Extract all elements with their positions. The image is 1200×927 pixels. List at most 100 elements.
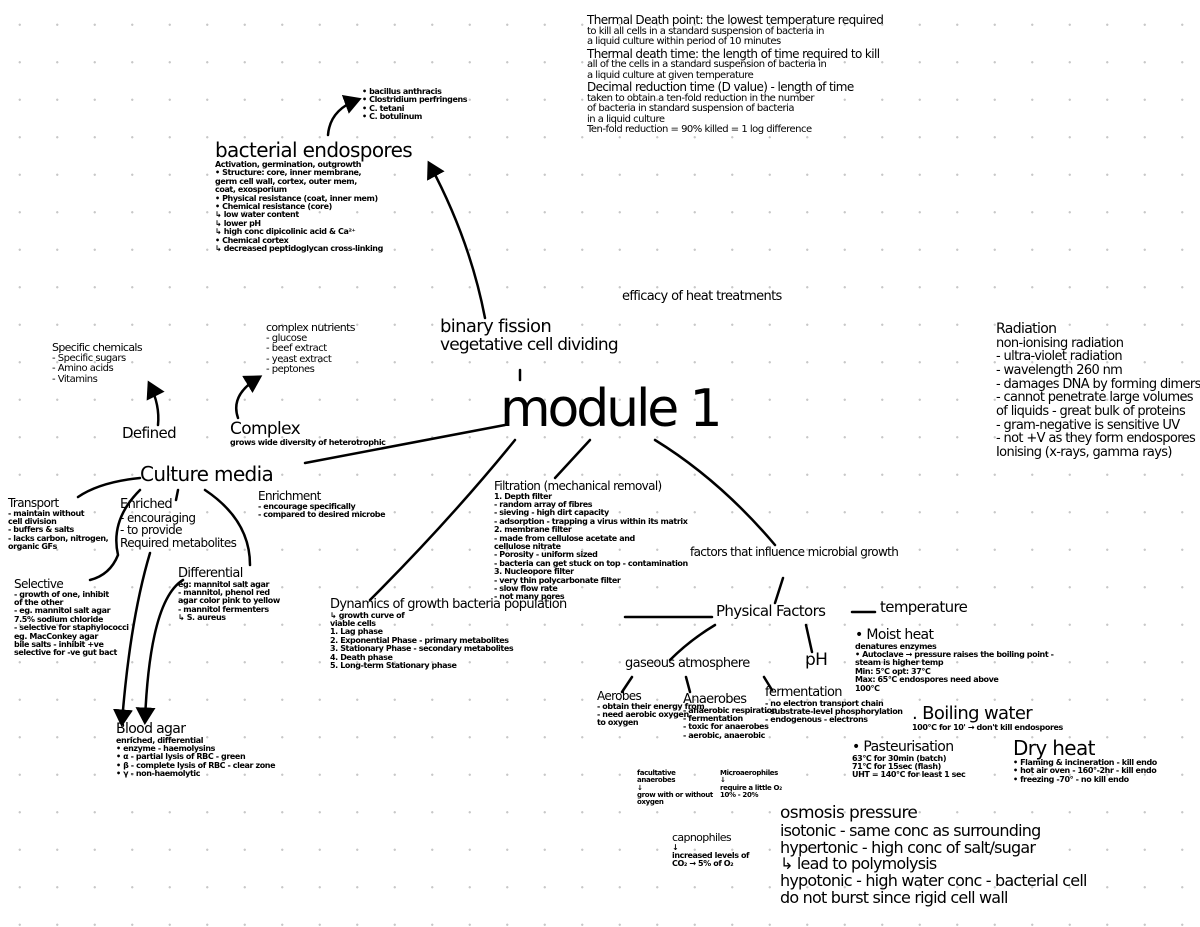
node-line: eg: mannitol salt agar bbox=[178, 579, 270, 589]
central-topic: module 1 bbox=[500, 382, 723, 437]
node-line: - very thin polycarbonate filter bbox=[494, 575, 621, 585]
node-line: facultative bbox=[637, 769, 676, 777]
node-line: all of the cells in a standard suspensio… bbox=[587, 59, 827, 71]
node-line: Activation, germination, outgrowth bbox=[215, 160, 362, 169]
node-line: ↳ lower pH bbox=[215, 218, 261, 228]
node-line: of liquids - great bulk of proteins bbox=[996, 403, 1186, 419]
node-line: • freezing -70° - no kill endo bbox=[1013, 774, 1129, 784]
node-line: - mannitol, phenol red bbox=[178, 588, 270, 598]
node-defined: Defined bbox=[122, 424, 177, 442]
node-line: 3. Stationary Phase - secondary metaboli… bbox=[330, 644, 514, 654]
node-line: • Clostridium perfringens bbox=[362, 95, 468, 105]
node-dynamics: Dynamics of growth bacteria population↳ … bbox=[330, 598, 567, 670]
node-line: - compared to desired microbe bbox=[258, 509, 386, 519]
node-line: - sieving - high dirt capacity bbox=[494, 508, 609, 518]
node-title: bacterial endospores bbox=[215, 138, 413, 162]
node-line: 1. Lag phase bbox=[330, 627, 383, 637]
node-line: • hot air oven - 160°-2hr - kill endo bbox=[1013, 766, 1157, 776]
link-endospores-examples bbox=[326, 94, 362, 137]
node-line: viable cells bbox=[330, 619, 376, 629]
node-line: bile salts - inhibit +ve bbox=[14, 639, 104, 649]
node-line: 3. Nucleopore filter bbox=[494, 567, 574, 577]
node-line: vegetative cell dividing bbox=[440, 334, 619, 355]
node-line: ↓ bbox=[672, 842, 679, 852]
node-line: - made from cellulose acetate and bbox=[494, 533, 635, 543]
node-line: grows wide diversity of heterotrophic bbox=[230, 437, 386, 447]
node-line: 100°C bbox=[855, 683, 880, 693]
node-line: 1. Depth filter bbox=[494, 491, 552, 501]
node-line: • β - complete lysis of RBC - clear zone bbox=[116, 760, 276, 770]
node-line: - Specific sugars bbox=[52, 352, 126, 364]
node-line: organic GFs bbox=[8, 542, 57, 552]
node-line: taken to obtain a ten-fold reduction in … bbox=[587, 92, 814, 104]
node-line: - aerobic, anaerobic bbox=[683, 730, 765, 740]
node-line: - cannot penetrate large volumes bbox=[996, 390, 1194, 406]
node-line: - ultra-violet radiation bbox=[996, 349, 1123, 365]
node-title: gaseous atmosphere bbox=[625, 656, 750, 671]
node-line: Required metabolites bbox=[120, 535, 237, 550]
node-title: Differential bbox=[178, 566, 243, 581]
node-specific-chemicals: Specific chemicals- Specific sugars- Ami… bbox=[52, 342, 143, 385]
node-line: Ten-fold reduction = 90% killed = 1 log … bbox=[587, 124, 812, 136]
node-line: - yeast extract bbox=[266, 353, 332, 365]
node-title: Enrichment bbox=[258, 489, 321, 503]
link-defined-specific bbox=[146, 380, 165, 427]
node-line: do not burst since rigid cell wall bbox=[780, 888, 1008, 908]
node-line: - encourage specifically bbox=[258, 501, 356, 511]
node-endospore-examples: • bacillus anthracis• Clostridium perfri… bbox=[362, 87, 468, 122]
node-line: - no electron transport chain bbox=[765, 698, 884, 708]
node-line: - need aerobic oxygen bbox=[597, 709, 689, 719]
link-complex-nutrients bbox=[235, 375, 263, 420]
node-line: Thermal Death point: the lowest temperat… bbox=[587, 13, 884, 27]
link-culture-differential bbox=[203, 488, 252, 567]
node-line: CO₂ → 5% of O₂ bbox=[672, 859, 734, 869]
node-line: - beef extract bbox=[266, 343, 327, 355]
node-title: factors that influence microbial growth bbox=[690, 545, 899, 559]
node-title: Defined bbox=[122, 424, 177, 442]
node-title: temperature bbox=[880, 598, 968, 616]
node-line: of bacteria in standard suspension of ba… bbox=[587, 103, 795, 115]
node-line: - to provide bbox=[120, 523, 182, 538]
node-line: • Structure: core, inner membrane, bbox=[215, 168, 362, 178]
node-line: - fermentation bbox=[683, 714, 743, 724]
node-line: Decimal reduction time (D value) - lengt… bbox=[587, 80, 854, 95]
node-line: isotonic - same conc as surrounding bbox=[780, 820, 1041, 840]
node-line: - buffers & salts bbox=[8, 525, 74, 535]
node-line: - not many pores bbox=[494, 592, 565, 602]
node-anaerobes: Anaerobes- anaerobic respiration- fermen… bbox=[683, 693, 777, 740]
node-line: Ionising (x-rays, gamma rays) bbox=[996, 444, 1172, 460]
node-complex-nutrients: complex nutrients- glucose- beef extract… bbox=[266, 322, 355, 376]
node-line: UHT = 140°C for least 1 sec bbox=[852, 770, 966, 780]
node-line: • Physical resistance (coat, inner mem) bbox=[215, 193, 378, 203]
node-title: capnophiles bbox=[672, 831, 732, 844]
link-culture-enriched bbox=[174, 488, 180, 502]
node-line: - slow flow rate bbox=[494, 583, 558, 593]
node-line: - Porosity - uniform sized bbox=[494, 550, 598, 560]
link-center-factors bbox=[653, 438, 777, 547]
node-title: Dynamics of growth bacteria population bbox=[330, 597, 567, 612]
link-gaseous-anaerobes bbox=[684, 675, 692, 694]
node-title: binary fission bbox=[440, 316, 552, 337]
link-center-dynamics bbox=[368, 438, 517, 602]
node-aerobes: Aerobes- obtain their energy from- need … bbox=[597, 690, 705, 728]
node-filtration: Filtration (mechanical removal)1. Depth … bbox=[494, 480, 688, 602]
node-line: 4. Death phase bbox=[330, 652, 393, 662]
node-line: - peptones bbox=[266, 364, 315, 376]
node-ph: pH bbox=[805, 651, 828, 670]
node-title: . Boiling water bbox=[912, 703, 1033, 724]
node-line: steam is higher temp bbox=[855, 658, 944, 668]
node-line: • enzyme - haemolysins bbox=[116, 744, 216, 754]
node-line: 100°C for 10' → don't kill endospores bbox=[912, 722, 1063, 732]
node-line: • Chemical resistance (core) bbox=[215, 201, 332, 211]
